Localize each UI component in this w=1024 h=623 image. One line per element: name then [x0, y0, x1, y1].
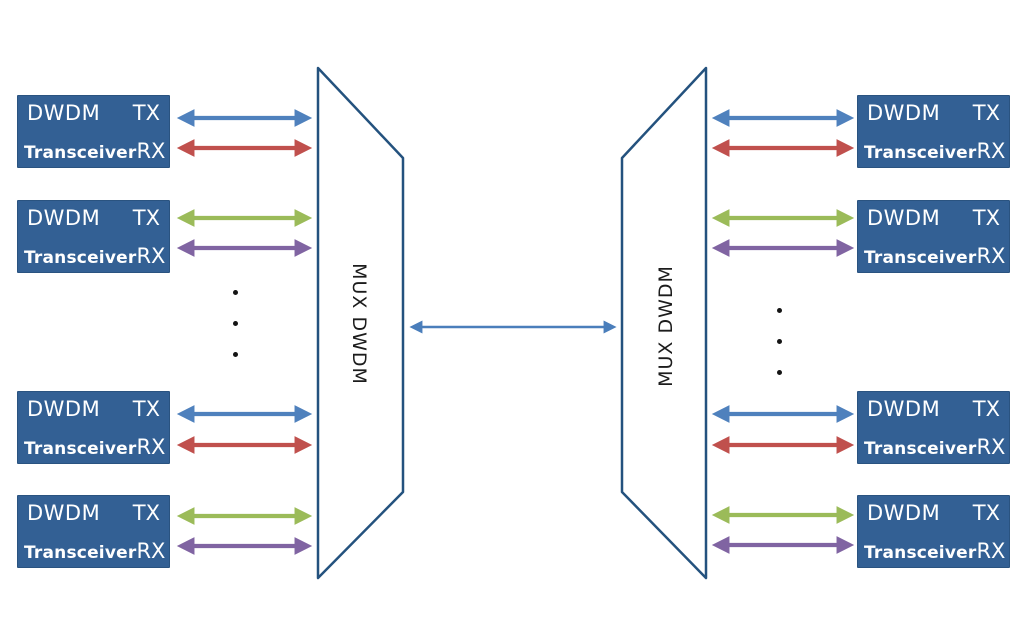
- ellipsis-dot: [777, 308, 782, 313]
- transceiver-line2: Transceiver RX: [24, 539, 165, 563]
- transceiver-line1: DWDM TX: [27, 501, 160, 525]
- transceiver-name2: Transceiver: [864, 439, 977, 459]
- left-transceiver-4: DWDM TX Transceiver RX: [17, 495, 170, 568]
- right-transceiver-4: DWDM TX Transceiver RX: [857, 495, 1010, 568]
- tx-port-label: TX: [132, 101, 160, 125]
- rx-port-label: RX: [136, 435, 166, 459]
- tx-port-label: TX: [972, 206, 1000, 230]
- transceiver-line2: Transceiver RX: [24, 244, 165, 268]
- transceiver-name: DWDM: [27, 206, 101, 230]
- transceiver-name: DWDM: [867, 397, 941, 421]
- transceiver-line1: DWDM TX: [867, 101, 1000, 125]
- left-mux-label: MUX DWDM: [348, 263, 370, 385]
- left-transceiver-1: DWDM TX Transceiver RX: [17, 95, 170, 168]
- rx-port-label: RX: [976, 435, 1006, 459]
- transceiver-line2: Transceiver RX: [864, 539, 1005, 563]
- tx-port-label: TX: [972, 501, 1000, 525]
- transceiver-name2: Transceiver: [24, 143, 137, 163]
- right-transceiver-2: DWDM TX Transceiver RX: [857, 200, 1010, 273]
- tx-port-label: TX: [972, 397, 1000, 421]
- tx-port-label: TX: [972, 101, 1000, 125]
- right-transceiver-1: DWDM TX Transceiver RX: [857, 95, 1010, 168]
- transceiver-line1: DWDM TX: [867, 206, 1000, 230]
- transceiver-line1: DWDM TX: [27, 206, 160, 230]
- rx-port-label: RX: [976, 139, 1006, 163]
- transceiver-line1: DWDM TX: [867, 501, 1000, 525]
- transceiver-name2: Transceiver: [24, 543, 137, 563]
- ellipsis-dot: [233, 321, 238, 326]
- transceiver-line2: Transceiver RX: [24, 139, 165, 163]
- right-mux-label: MUX DWDM: [655, 265, 677, 387]
- transceiver-line2: Transceiver RX: [24, 435, 165, 459]
- transceiver-line1: DWDM TX: [867, 397, 1000, 421]
- ellipsis-dot: [233, 290, 238, 295]
- right-transceiver-3: DWDM TX Transceiver RX: [857, 391, 1010, 464]
- right-mux-trapezoid: [620, 66, 708, 580]
- transceiver-name: DWDM: [27, 501, 101, 525]
- transceiver-name: DWDM: [27, 397, 101, 421]
- transceiver-name2: Transceiver: [24, 439, 137, 459]
- rx-port-label: RX: [136, 539, 166, 563]
- rx-port-label: RX: [976, 244, 1006, 268]
- left-vertical-ellipsis: [233, 290, 238, 357]
- transceiver-line1: DWDM TX: [27, 397, 160, 421]
- tx-port-label: TX: [132, 501, 160, 525]
- transceiver-line1: DWDM TX: [27, 101, 160, 125]
- rx-port-label: RX: [136, 139, 166, 163]
- right-vertical-ellipsis: [777, 308, 782, 375]
- rx-port-label: RX: [976, 539, 1006, 563]
- transceiver-name2: Transceiver: [864, 543, 977, 563]
- transceiver-line2: Transceiver RX: [864, 244, 1005, 268]
- left-mux-trapezoid: [316, 66, 405, 580]
- transceiver-name2: Transceiver: [24, 248, 137, 268]
- transceiver-name: DWDM: [27, 101, 101, 125]
- transceiver-name: DWDM: [867, 501, 941, 525]
- ellipsis-dot: [777, 339, 782, 344]
- transceiver-line2: Transceiver RX: [864, 139, 1005, 163]
- ellipsis-dot: [233, 352, 238, 357]
- transceiver-line2: Transceiver RX: [864, 435, 1005, 459]
- transceiver-name2: Transceiver: [864, 248, 977, 268]
- left-transceiver-3: DWDM TX Transceiver RX: [17, 391, 170, 464]
- transceiver-name: DWDM: [867, 206, 941, 230]
- ellipsis-dot: [777, 370, 782, 375]
- transceiver-name2: Transceiver: [864, 143, 977, 163]
- tx-port-label: TX: [132, 206, 160, 230]
- rx-port-label: RX: [136, 244, 166, 268]
- transceiver-name: DWDM: [867, 101, 941, 125]
- tx-port-label: TX: [132, 397, 160, 421]
- left-transceiver-2: DWDM TX Transceiver RX: [17, 200, 170, 273]
